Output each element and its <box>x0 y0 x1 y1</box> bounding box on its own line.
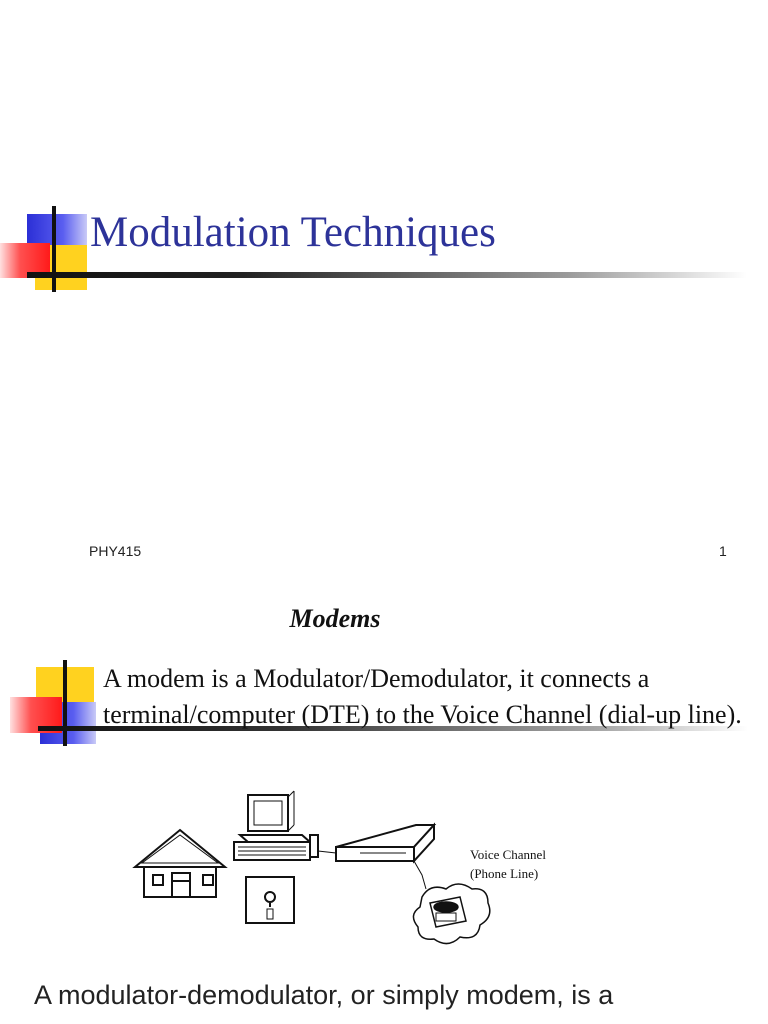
slide-1: Modulation Techniques PHY415 1 <box>0 206 747 559</box>
phone-line-label: (Phone Line) <box>470 866 538 881</box>
phone-cloud-icon <box>412 883 491 945</box>
modem-diagram: Voice Channel (Phone Line) <box>132 790 546 945</box>
vertical-rule <box>52 206 56 292</box>
slide-2-title: Modems <box>289 604 381 633</box>
footer-page-number: 1 <box>719 543 727 559</box>
house-icon <box>132 828 228 898</box>
title-underline-rule <box>27 272 747 278</box>
voice-channel-label: Voice Channel <box>470 847 546 862</box>
disk-icon <box>245 876 295 924</box>
computer-icon <box>233 790 319 861</box>
bottom-text: A modulator-demodulator, or simply modem… <box>34 980 614 1010</box>
body-underline-rule <box>38 726 748 731</box>
slide-2-body-text: A modem is a Modulator/Demodulator, it c… <box>103 664 742 729</box>
vertical-rule <box>63 660 67 746</box>
modem-icon <box>335 822 437 864</box>
footer-course-code: PHY415 <box>89 543 142 559</box>
slide-title: Modulation Techniques <box>90 209 496 256</box>
